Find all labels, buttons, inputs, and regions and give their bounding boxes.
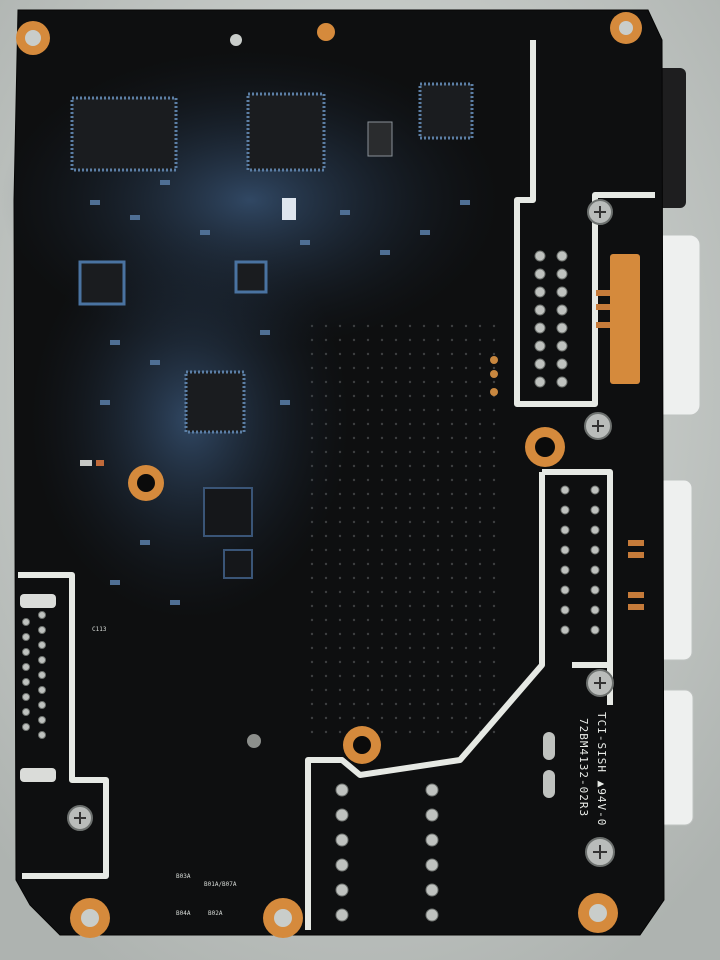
screw — [587, 199, 613, 225]
silkscreen-code: TCI-SISH ▲94V-0 — [595, 712, 608, 827]
ref-label: B01A/B07A — [204, 881, 237, 888]
mounting-hole — [343, 726, 381, 764]
oval-slot — [543, 732, 555, 760]
passives — [80, 180, 470, 605]
ref-label: B02A — [208, 910, 223, 917]
ic-chip — [418, 82, 474, 140]
screw — [586, 669, 614, 697]
mounting-hole — [70, 898, 110, 938]
mounting-hole — [263, 898, 303, 938]
mounting-hole — [578, 893, 618, 933]
screws — [67, 199, 615, 867]
mounting-hole — [610, 12, 642, 44]
plain-hole — [230, 34, 242, 46]
screw — [67, 805, 93, 831]
silkscreen-part-number: 72BM4132-02R3 — [577, 718, 590, 818]
gold-vias — [490, 356, 498, 396]
ref-label: B03A — [176, 873, 191, 880]
ic-chip — [184, 370, 246, 434]
small-orange-pads — [596, 290, 644, 610]
mounting-hole — [525, 427, 565, 467]
ic-chip — [223, 549, 253, 579]
mounting-holes — [16, 12, 642, 938]
ic-chip — [246, 92, 326, 172]
plain-hole — [317, 23, 335, 41]
screw — [584, 412, 612, 440]
screw — [585, 837, 615, 867]
oval-slot — [543, 770, 555, 798]
ref-c113: C113 — [92, 626, 107, 633]
silkscreen-outline — [18, 40, 655, 930]
ic-chip — [78, 260, 126, 306]
oval-slot — [20, 594, 56, 608]
crystal — [367, 121, 393, 157]
through-hole-pins — [22, 250, 600, 922]
ic-chip — [203, 487, 253, 537]
white-component — [282, 198, 296, 220]
plain-hole — [247, 734, 261, 748]
ic-chip — [70, 96, 178, 172]
gold-contact-strip — [610, 254, 640, 384]
ic-chip — [234, 260, 268, 294]
mounting-hole — [16, 21, 50, 55]
mounting-hole — [128, 465, 164, 501]
ref-label: B04A — [176, 910, 191, 917]
oval-slot — [20, 768, 56, 782]
